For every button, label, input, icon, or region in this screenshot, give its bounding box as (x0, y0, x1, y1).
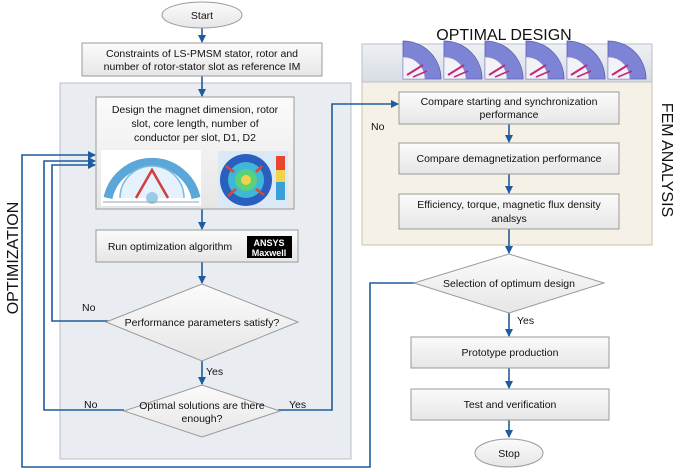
optimal-solutions-decision: Optimal solutions are there enough? (122, 384, 282, 438)
constraints-node: Constraints of LS-PMSM stator, rotor and… (81, 42, 323, 77)
svg-text:Performance parameters satisfy: Performance parameters satisfy? (125, 317, 280, 329)
svg-text:Constraints of LS-PMSM stator,: Constraints of LS-PMSM stator, rotor and (106, 48, 298, 60)
compare-starting-node: Compare starting and synchronization per… (398, 91, 620, 125)
arrow-optimal-no-loop (43, 157, 124, 411)
svg-text:Optimal solutions are there: Optimal solutions are there (139, 400, 265, 412)
perf-yes-label: Yes (206, 366, 223, 378)
svg-text:Efficiency, torque, magnetic f: Efficiency, torque, magnetic flux densit… (417, 199, 601, 211)
efficiency-analysis-node: Efficiency, torque, magnetic flux densit… (398, 193, 620, 230)
svg-text:number of rotor-stator slot as: number of rotor-stator slot as reference… (104, 61, 301, 73)
svg-text:slot, core length, number of: slot, core length, number of (131, 118, 258, 130)
arrow-selection-no-loop (21, 151, 420, 468)
svg-text:Test and verification: Test and verification (464, 399, 557, 411)
selection-decision: Selection of optimum design (412, 253, 606, 314)
compare-demagnetization-node: Compare demagnetization performance (398, 142, 620, 175)
svg-text:conductor per slot, D1, D2: conductor per slot, D1, D2 (134, 132, 256, 144)
fem-no-label: No (371, 121, 385, 133)
optimal-yes-label: Yes (289, 399, 306, 411)
performance-decision: Performance parameters satisfy? (104, 283, 300, 362)
prototype-production-node: Prototype production (410, 336, 610, 369)
optimal-design-title: OPTIMAL DESIGN (436, 27, 571, 44)
selection-yes-label: Yes (517, 315, 534, 327)
svg-text:Compare starting and synchroni: Compare starting and synchronization (421, 96, 598, 108)
optimal-no-label: No (84, 399, 98, 411)
fem-flux-plot-image (218, 151, 288, 207)
svg-text:Start: Start (191, 10, 213, 22)
run-optimization-node: Run optimization algorithm ANSYS Maxwell (95, 229, 299, 263)
svg-text:Compare demagnetization perfor: Compare demagnetization performance (416, 153, 601, 165)
svg-text:Prototype production: Prototype production (462, 347, 559, 359)
arrow-optimal-yes (278, 100, 399, 411)
svg-text:performance: performance (480, 109, 539, 121)
svg-text:enough?: enough? (182, 413, 223, 425)
svg-text:Selection of optimum design: Selection of optimum design (443, 278, 575, 290)
stator-cross-section-image (101, 150, 201, 206)
ansys-maxwell-logo: ANSYS Maxwell (247, 236, 292, 258)
arrow-perf-no-loop (51, 161, 108, 322)
start-node: Start (161, 1, 243, 29)
stop-node: Stop (474, 438, 544, 468)
svg-text:Maxwell: Maxwell (252, 248, 287, 258)
svg-text:Design the magnet dimension, r: Design the magnet dimension, rotor (112, 104, 279, 116)
perf-no-label: No (82, 302, 96, 314)
svg-text:analsys: analsys (491, 213, 527, 225)
svg-text:Run optimization algorithm: Run optimization algorithm (108, 241, 233, 253)
svg-text:ANSYS: ANSYS (253, 238, 284, 248)
optimization-title: OPTIMIZATION (5, 202, 22, 315)
fem-analysis-title: FEM ANALYSIS (658, 103, 675, 217)
test-verification-node: Test and verification (410, 388, 610, 421)
design-node: Design the magnet dimension, rotor slot,… (95, 96, 295, 210)
svg-text:Stop: Stop (498, 448, 520, 460)
